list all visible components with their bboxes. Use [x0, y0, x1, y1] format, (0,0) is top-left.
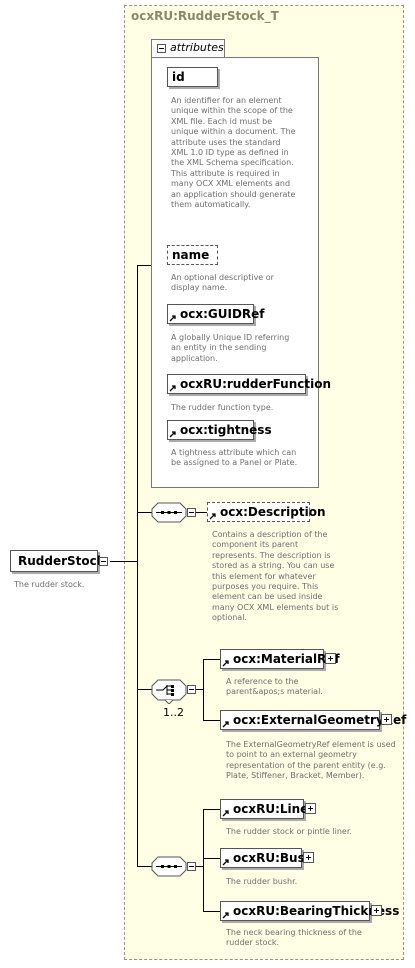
- sequence2-branch-3: [203, 911, 220, 912]
- reference-arrow-icon: [222, 859, 229, 866]
- sequence2-branch-2: [203, 858, 220, 859]
- expand-externalgeometryref-icon[interactable]: [381, 714, 392, 725]
- element-materialref-description: A reference to the parent&apos;s materia…: [226, 677, 323, 697]
- element-liner[interactable]: ocxRU:Liner: [220, 799, 314, 819]
- element-bearingthickness[interactable]: ocxRU:BearingThickness: [220, 901, 399, 921]
- sequence2-connector: [137, 866, 152, 867]
- attribute-guidref-label: ocx:GUIDRef: [180, 307, 265, 321]
- sequence1-connector: [137, 512, 152, 513]
- attribute-name[interactable]: name: [167, 245, 218, 265]
- attribute-tightness[interactable]: ocx:tightness: [167, 420, 272, 440]
- attribute-id-label: id: [172, 70, 185, 84]
- root-connector: [110, 561, 137, 562]
- attribute-name-label: name: [172, 248, 210, 262]
- element-materialref-label: ocx:MaterialRef: [233, 652, 340, 666]
- reference-arrow-icon: [222, 721, 229, 728]
- element-liner-label: ocxRU:Liner: [233, 802, 315, 816]
- choice-occurrence: 1..2: [163, 706, 184, 719]
- element-externalgeometryref[interactable]: ocx:ExternalGeometryRef: [220, 710, 406, 730]
- element-externalgeometryref-description: The ExternalGeometryRef element is used …: [226, 740, 396, 781]
- reference-arrow-icon: [222, 912, 229, 919]
- attribute-id-description: An identifier for an element unique with…: [171, 96, 296, 210]
- sequence2-branch-1: [203, 809, 220, 810]
- element-bearingthickness-description: The neck bearing thickness of the rudder…: [226, 928, 362, 948]
- element-externalgeometryref-label: ocx:ExternalGeometryRef: [233, 713, 407, 727]
- choice-stub: [196, 689, 203, 690]
- attributes-connector: [137, 265, 151, 266]
- root-element-label: RudderStock: [18, 554, 105, 568]
- attribute-id[interactable]: id: [167, 67, 218, 87]
- element-materialref[interactable]: ocx:MaterialRef: [220, 649, 340, 669]
- element-liner-description: The rudder stock or pintle liner.: [226, 827, 352, 836]
- reference-arrow-icon: [169, 431, 176, 438]
- attribute-rudderfunction-description: The rudder function type.: [171, 403, 274, 412]
- expand-bearingthickness-icon[interactable]: [371, 905, 382, 916]
- attributes-header: attributes: [170, 41, 224, 54]
- collapse-choice-icon[interactable]: [187, 685, 196, 694]
- expand-liner-icon[interactable]: [305, 803, 316, 814]
- choice-branch-1: [203, 659, 220, 660]
- sequence2-branch: [203, 809, 204, 911]
- choice-branch-2: [203, 720, 220, 721]
- attribute-guidref-description: A globally Unique ID referring an entity…: [171, 333, 290, 363]
- reference-arrow-icon: [222, 660, 229, 667]
- choice-connector: [137, 689, 152, 690]
- attributes-group: [151, 57, 319, 488]
- expand-bush-icon[interactable]: [303, 852, 314, 863]
- attribute-tightness-label: ocx:tightness: [180, 423, 272, 437]
- collapse-root-icon[interactable]: [99, 557, 108, 566]
- element-bush-description: The rudder bushr.: [226, 877, 298, 886]
- attribute-tightness-description: A tightness attribute which can be assig…: [171, 448, 298, 468]
- element-description[interactable]: ocx:Description: [207, 502, 326, 522]
- reference-arrow-icon: [169, 385, 176, 392]
- attribute-guidref[interactable]: ocx:GUIDRef: [167, 304, 265, 324]
- sequence-compositor-icon[interactable]: [151, 502, 187, 523]
- root-element-rudderstock[interactable]: RudderStock: [10, 550, 105, 572]
- trunk-line: [137, 265, 138, 866]
- reference-arrow-icon: [209, 513, 216, 520]
- reference-arrow-icon: [169, 315, 176, 322]
- collapse-sequence2-icon[interactable]: [187, 862, 196, 871]
- sequence1-child-connector: [196, 512, 207, 513]
- choice-branch: [203, 659, 204, 720]
- sequence2-stub: [196, 866, 203, 867]
- sequence-compositor-icon[interactable]: [151, 856, 187, 877]
- attribute-rudderfunction[interactable]: ocxRU:rudderFunction: [167, 374, 331, 394]
- choice-compositor-icon[interactable]: [151, 679, 187, 704]
- reference-arrow-icon: [222, 810, 229, 817]
- element-bearingthickness-label: ocxRU:BearingThickness: [233, 904, 400, 918]
- element-bush[interactable]: ocxRU:Bush: [220, 848, 313, 868]
- attribute-rudderfunction-label: ocxRU:rudderFunction: [180, 377, 332, 391]
- element-bush-label: ocxRU:Bush: [233, 851, 314, 865]
- collapse-sequence1-icon[interactable]: [187, 508, 196, 517]
- collapse-attributes-icon[interactable]: [157, 44, 166, 53]
- root-description: The rudder stock.: [14, 580, 85, 589]
- attributes-tab: [151, 39, 225, 58]
- element-description-label: ocx:Description: [220, 505, 326, 519]
- complex-type-title: ocxRU:RudderStock_T: [131, 9, 279, 23]
- expand-materialref-icon[interactable]: [325, 653, 336, 664]
- element-description-text: Contains a description of the component …: [212, 530, 339, 623]
- attribute-name-description: An optional descriptive or display name.: [171, 273, 274, 293]
